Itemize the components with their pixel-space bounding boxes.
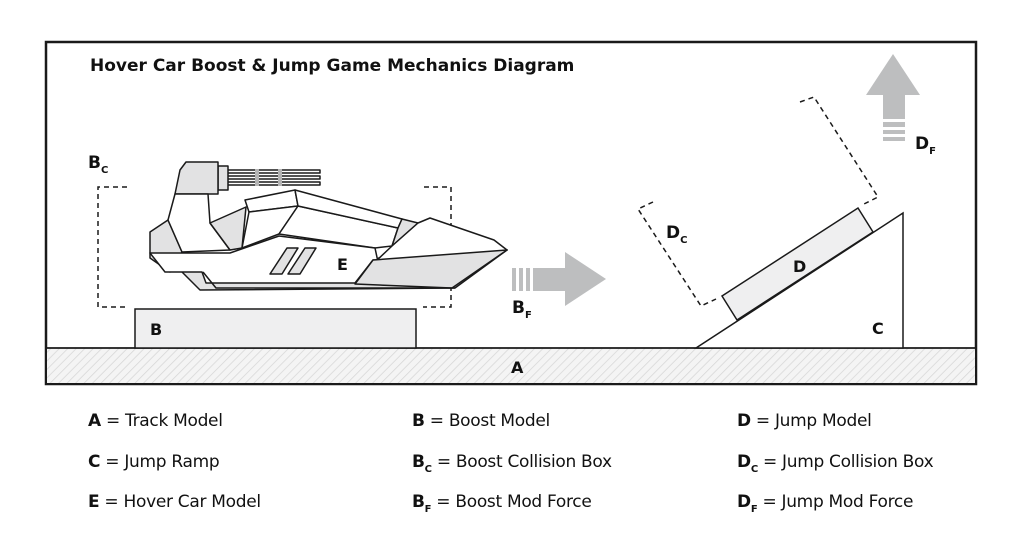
gun-barrels xyxy=(224,169,321,186)
legend-item-jump-ramp: C = Jump Ramp xyxy=(88,452,220,472)
jump-model: D xyxy=(720,206,875,322)
label-b: B xyxy=(150,320,162,339)
hover-car-model: E xyxy=(149,161,508,291)
boost-model: B xyxy=(134,308,417,349)
legend-item-hover-car-model: E = Hover Car Model xyxy=(88,492,261,512)
label-bf: BF xyxy=(512,298,532,321)
legend-item-jump-mod-force: DF = Jump Mod Force xyxy=(737,492,914,515)
label-e: E xyxy=(337,255,348,274)
diagram-title: Hover Car Boost & Jump Game Mechanics Di… xyxy=(90,56,574,76)
boost-force-arrow xyxy=(512,252,606,306)
label-bc: BC xyxy=(88,153,108,176)
legend-item-track-model: A = Track Model xyxy=(88,411,223,431)
label-dc: DC xyxy=(666,223,687,246)
label-df: DF xyxy=(915,134,936,157)
legend-item-boost-model: B = Boost Model xyxy=(412,411,550,431)
label-d: D xyxy=(793,257,806,276)
jump-force-arrow xyxy=(866,54,920,141)
legend-item-jump-collision-box: DC = Jump Collision Box xyxy=(737,452,934,475)
label-a: A xyxy=(511,358,524,377)
label-c: C xyxy=(872,319,884,338)
legend-item-boost-collision-box: BC = Boost Collision Box xyxy=(412,452,612,475)
boost-collision-box xyxy=(97,186,452,308)
legend-item-jump-model: D = Jump Model xyxy=(737,411,872,431)
legend-item-boost-mod-force: BF = Boost Mod Force xyxy=(412,492,592,515)
track-model: A xyxy=(47,347,975,383)
jump-collision-box xyxy=(636,96,880,307)
